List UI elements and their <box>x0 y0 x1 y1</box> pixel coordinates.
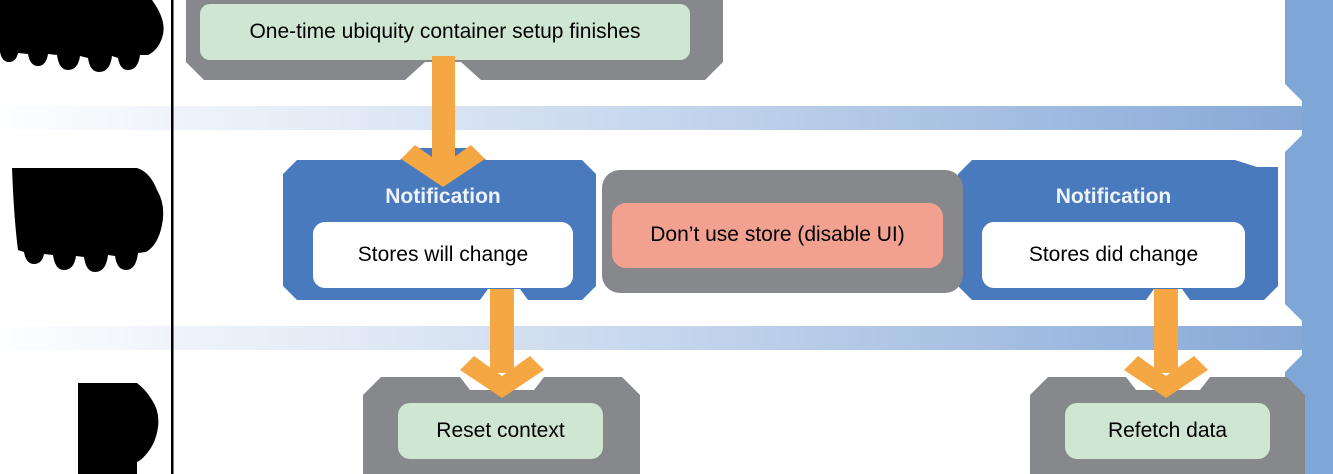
redacted-swimlane-label-2 <box>12 168 164 272</box>
notification-left-message: Stores will change <box>357 242 529 266</box>
notification-right-message: Stores did change <box>1028 242 1199 266</box>
notification-left-title: Notification <box>385 184 501 208</box>
notification-right-title: Notification <box>1055 184 1172 208</box>
arrow-setup-to-will-change <box>401 56 485 187</box>
top-event-box <box>200 4 690 60</box>
reset-context-label: Reset context <box>436 418 565 442</box>
redacted-swimlane-label-1 <box>0 0 164 72</box>
arrow-did-change-to-refetch <box>1124 289 1208 398</box>
icloud-timeline-bar <box>1285 0 1333 474</box>
refetch-data-label: Refetch data <box>1107 418 1228 442</box>
notification-left-message-box <box>313 222 573 288</box>
notification-right-message-box <box>982 222 1245 288</box>
disable-ui-box <box>612 203 943 268</box>
redacted-swimlane-label-3 <box>78 383 159 474</box>
arrow-will-change-to-reset <box>460 289 544 398</box>
timeline-band-top <box>0 106 1333 130</box>
refetch-data-box <box>1065 403 1270 459</box>
reset-context-box <box>398 403 603 459</box>
timeline-band-bottom <box>0 326 1333 350</box>
swimlane-divider-line <box>171 0 174 474</box>
disable-ui-label: Don’t use store (disable UI) <box>650 223 905 247</box>
top-event-label: One-time ubiquity container setup finish… <box>249 19 641 43</box>
